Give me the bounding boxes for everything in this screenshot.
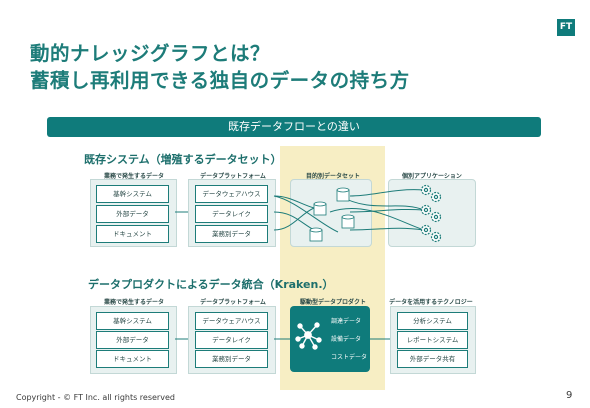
gear-icon (420, 184, 432, 196)
connector-existing-1 (273, 195, 315, 209)
connector-existing-2 (273, 211, 315, 231)
existing-col-sources: 業務で発生するデータ (103, 173, 164, 180)
product-col-product: 駆動型データプロダクト (299, 299, 366, 306)
database-icon (309, 227, 323, 242)
connector-existing-7 (349, 227, 425, 231)
gear-icon (420, 224, 432, 236)
page-title-line1: 動的ナレッジグラフとは？ (30, 42, 271, 65)
tech-report-system: レポートシステム (397, 331, 468, 349)
product-item-equipment: 設備データ (331, 336, 362, 343)
product-item-procurement: 調達データ (331, 318, 362, 325)
gear-icon (420, 204, 432, 216)
comparison-banner: 既存データフローとの違い (47, 117, 541, 137)
connector-existing-3 (273, 207, 315, 231)
page-number: 9 (566, 390, 573, 401)
existing-col-platform: データプラットフォーム (200, 173, 266, 180)
tech-analysis-system: 分析システム (397, 312, 468, 330)
existing-source-external: 外部データ (96, 205, 169, 223)
product-col-platform: データプラットフォーム (200, 299, 266, 306)
existing-source-core: 基幹システム (96, 185, 169, 203)
data-product-box (290, 306, 370, 372)
existing-source-documents: ドキュメント (96, 225, 169, 243)
existing-system-title: 既存システム（増殖するデータセット） (84, 153, 282, 166)
connector-existing-4 (273, 195, 339, 233)
gear-icon (430, 211, 442, 223)
existing-platform-warehouse: データウェアハウス (195, 185, 268, 203)
product-platform-warehouse: データウェアハウス (195, 312, 268, 330)
tech-external-sharing: 外部データ共有 (397, 350, 468, 368)
product-col-sources: 業務で発生するデータ (103, 299, 164, 306)
product-col-tech: データを活用するテクノロジー (389, 299, 473, 306)
product-source-external: 外部データ (96, 331, 169, 349)
connector-existing-9 (339, 195, 425, 211)
gear-icon (430, 231, 442, 243)
existing-platform-lake: データレイク (195, 205, 268, 223)
database-icon (313, 201, 327, 216)
existing-datasets-group (290, 179, 372, 247)
existing-col-datasets: 目的別データセット (305, 173, 360, 180)
product-source-core: 基幹システム (96, 312, 169, 330)
connector-existing-6 (349, 208, 425, 213)
data-product-title: データプロダクトによるデータ統合（Kraken.） (88, 278, 334, 291)
copyright: Copyright - © FT Inc. all rights reserve… (16, 393, 175, 402)
network-hub-icon (295, 322, 322, 350)
connector-existing-8 (329, 208, 425, 231)
database-icon (341, 214, 355, 229)
connector-existing-5 (349, 189, 425, 197)
gear-icon (430, 191, 442, 203)
product-platform-lake: データレイク (195, 331, 268, 349)
product-item-cost: コストデータ (331, 354, 368, 361)
product-source-documents: ドキュメント (96, 350, 169, 368)
ft-logo: FT (557, 19, 575, 36)
product-platform-business: 業務別データ (195, 350, 268, 368)
existing-platform-business: 業務別データ (195, 225, 268, 243)
page-title-line2: 蓄積し再利用できる独自のデータの持ち方 (30, 69, 410, 92)
database-icon (336, 187, 350, 202)
existing-col-apps: 個別アプリケーション (402, 173, 462, 180)
